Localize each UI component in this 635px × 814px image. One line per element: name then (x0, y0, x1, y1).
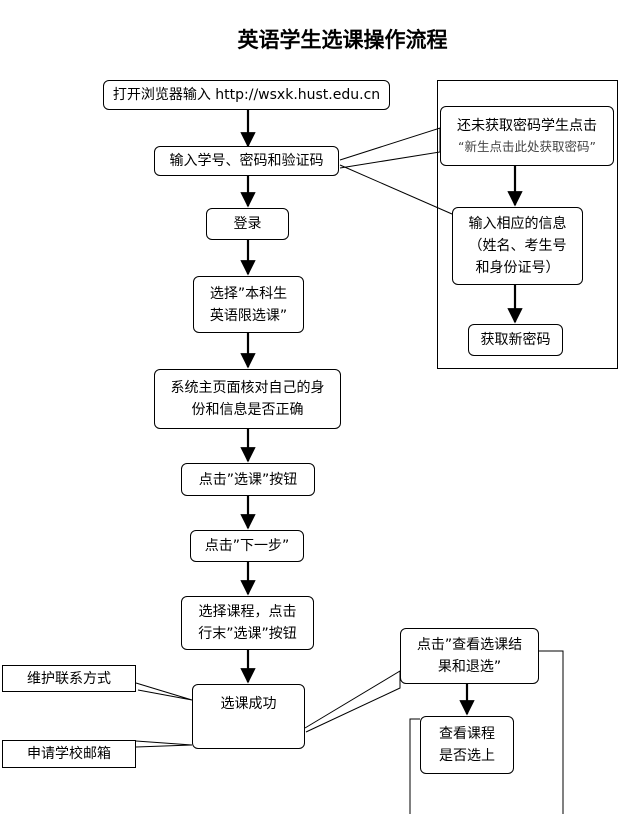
select-course-line2: 英语限选课” (209, 307, 288, 324)
select-course-box: 选择”本科生 英语限选课” (193, 276, 304, 333)
maintain-contact-box: 维护联系方式 (2, 665, 136, 692)
new-password-box: 获取新密码 (468, 324, 563, 356)
maintain-contact-text: 维护联系方式 (27, 670, 111, 687)
open-browser-box: 打开浏览器输入 http://wsxk.hust.edu.cn (103, 80, 390, 110)
password-panel (437, 80, 618, 369)
choose-course-line1: 选择课程，点击 (198, 604, 297, 620)
page-title: 英语学生选课操作流程 (237, 27, 448, 52)
login-text: 登录 (233, 216, 262, 232)
click-next-text: 点击”下一步” (204, 538, 290, 554)
select-course-line1: 选择”本科生 (209, 285, 288, 302)
bracket-right-inner (409, 718, 420, 814)
view-results-line1: 点击”查看选课结 (416, 637, 523, 653)
check-course-line1: 查看课程 (439, 726, 495, 742)
enter-info-line2: （姓名、考生号 (468, 238, 567, 254)
view-results-box: 点击”查看选课结 果和退选” (400, 628, 539, 684)
verify-info-box: 系统主页面核对自己的身 份和信息是否正确 (154, 369, 341, 429)
callout-apply-email (135, 740, 193, 748)
callout-maintain-contact (135, 682, 193, 701)
check-course-line2: 是否选上 (439, 748, 495, 764)
enter-info-box: 输入相应的信息 （姓名、考生号 和身份证号） (452, 207, 583, 285)
bracket-right-outer (539, 650, 564, 814)
verify-info-line2: 份和信息是否正确 (191, 402, 304, 418)
callout-credentials-nopass (339, 127, 441, 169)
verify-info-line1: 系统主页面核对自己的身 (170, 380, 325, 396)
click-select-text: 点击”选课”按钮 (198, 471, 298, 488)
choose-course-line2: 行末”选课”按钮 (198, 626, 297, 642)
apply-email-box: 申请学校邮箱 (2, 740, 136, 768)
view-results-line2: 果和退选” (437, 659, 502, 675)
enter-credentials-text: 输入学号、密码和验证码 (169, 153, 324, 169)
success-box: 选课成功 (192, 684, 305, 749)
no-password-hint: “新生点击此处获取密码” (458, 139, 596, 154)
enter-info-line3: 和身份证号） (475, 260, 560, 276)
callout-success-view (304, 670, 401, 733)
choose-course-box: 选择课程，点击 行末”选课”按钮 (181, 596, 314, 650)
enter-credentials-box: 输入学号、密码和验证码 (154, 146, 339, 176)
click-select-box: 点击”选课”按钮 (181, 463, 315, 496)
callout-credentials-info (339, 164, 453, 215)
check-course-box: 查看课程 是否选上 (420, 716, 514, 774)
login-box: 登录 (206, 208, 289, 240)
no-password-line1: 还未获取密码学生点击 (457, 118, 597, 134)
click-next-box: 点击”下一步” (190, 530, 304, 562)
enter-info-line1: 输入相应的信息 (468, 216, 567, 232)
success-text: 选课成功 (220, 696, 277, 712)
no-password-box: 还未获取密码学生点击 “新生点击此处获取密码” (440, 106, 614, 166)
open-browser-text: 打开浏览器输入 http://wsxk.hust.edu.cn (112, 87, 381, 103)
new-password-text: 获取新密码 (480, 332, 551, 348)
apply-email-text: 申请学校邮箱 (27, 746, 111, 762)
